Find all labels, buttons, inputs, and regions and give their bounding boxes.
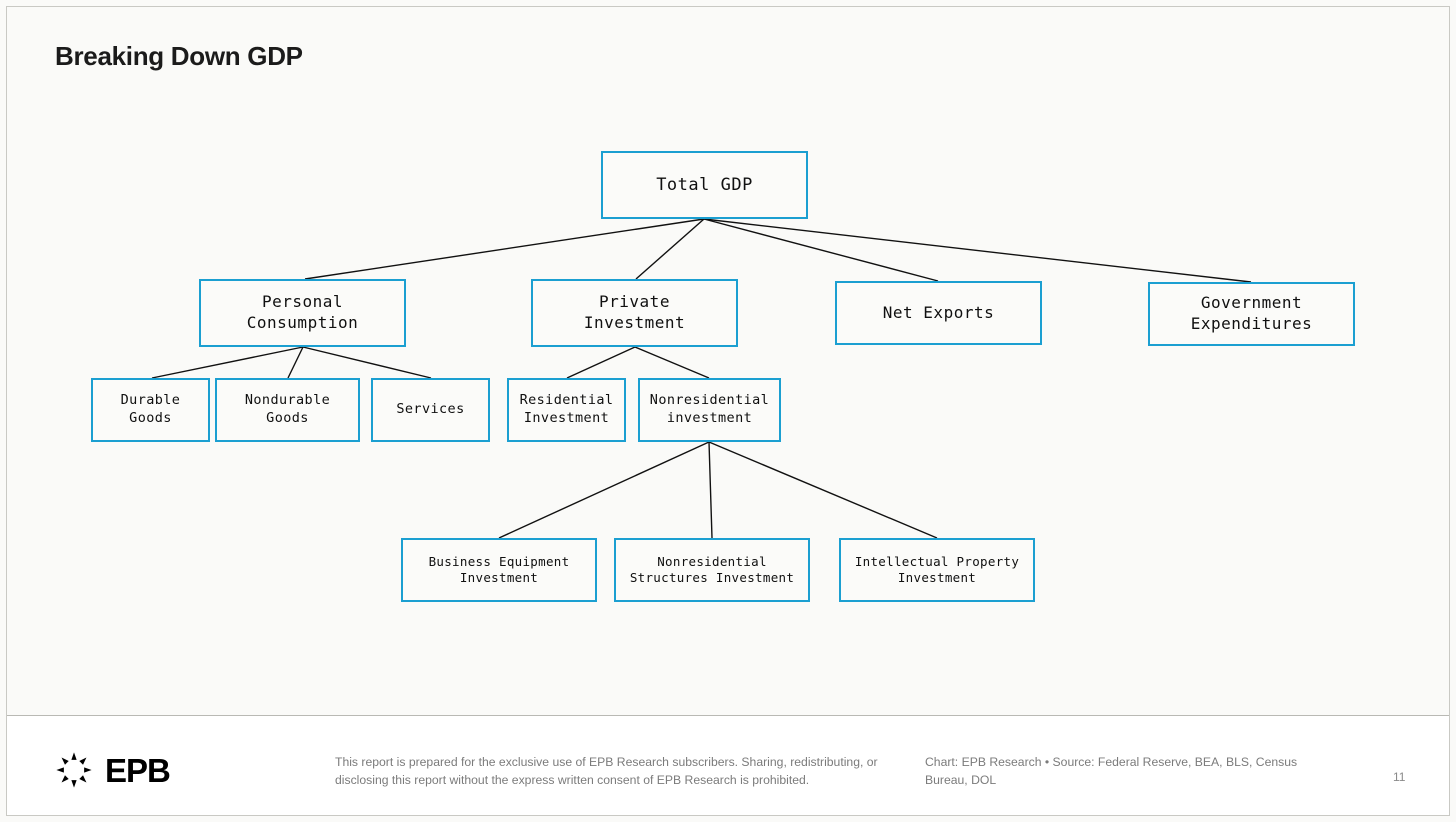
connector-personal-consumption-to-services — [302, 346, 432, 379]
node-label-government-expenditures: Government Expenditures — [1190, 293, 1313, 333]
gdp-breakdown-diagram: Total GDP Personal Consumption Private Inv… — [91, 151, 1355, 602]
node-label-nonresidential-structures: Nonresidential Structures Investment — [629, 553, 795, 585]
node-nonresidential-structures[interactable]: Nonresidential Structures Investment — [614, 538, 810, 602]
epb-logo-text: EPB — [105, 751, 171, 789]
page-number: 11 — [1393, 770, 1406, 784]
node-private-investment[interactable]: Private Investment — [531, 279, 738, 347]
epb-circle-mark — [56, 752, 92, 788]
connector-personal-consumption-to-durable-goods — [151, 346, 304, 379]
node-durable-goods[interactable]: Durable Goods — [91, 378, 210, 442]
connector-total-gdp-to-net-exports — [703, 218, 939, 282]
node-label-durable-goods: Durable Goods — [120, 392, 181, 426]
node-label-residential-investment: Residential Investment — [519, 392, 614, 426]
node-label-total-gdp: Total GDP — [656, 174, 753, 195]
connector-total-gdp-to-government-expenditures — [703, 218, 1252, 283]
footer-attribution: Chart: EPB Research • Source: Federal Re… — [925, 755, 1298, 787]
node-nonresidential-investment[interactable]: Nonresidential investment — [638, 378, 781, 442]
connector-lines — [151, 218, 1252, 539]
node-intellectual-property-investment[interactable]: Intellectual Property Investment — [839, 538, 1035, 602]
footer-disclaimer: This report is prepared for the exclusiv… — [335, 755, 878, 787]
node-label-business-equipment-investment: Business Equipment Investment — [428, 553, 570, 585]
connector-total-gdp-to-private-investment — [635, 218, 705, 280]
slide-footer: EPB This report is prepared for the excl… — [7, 715, 1449, 815]
node-label-private-investment: Private Investment — [583, 292, 686, 332]
connector-nonresidential-investment-to-nonresidential-structures — [708, 441, 713, 539]
connector-total-gdp-to-personal-consumption — [304, 218, 705, 280]
node-nondurable-goods[interactable]: Nondurable Goods — [215, 378, 360, 442]
node-label-nonresidential-investment: Nonresidential investment — [649, 392, 770, 426]
connector-private-investment-to-residential-investment — [566, 346, 636, 379]
connector-private-investment-to-nonresidential-investment — [634, 346, 710, 379]
connector-nonresidential-investment-to-intellectual-property-investment — [708, 441, 938, 539]
node-label-personal-consumption: Personal Consumption — [246, 292, 359, 332]
node-government-expenditures[interactable]: Government Expenditures — [1148, 282, 1355, 346]
node-label-net-exports: Net Exports — [882, 302, 995, 322]
node-net-exports[interactable]: Net Exports — [835, 281, 1042, 345]
connector-personal-consumption-to-nondurable-goods — [287, 346, 304, 379]
node-total-gdp[interactable]: Total GDP — [601, 151, 808, 219]
node-personal-consumption[interactable]: Personal Consumption — [199, 279, 406, 347]
page-title: Breaking Down GDP — [55, 41, 303, 71]
node-label-services: Services — [396, 401, 465, 418]
connector-nonresidential-investment-to-business-equipment-investment — [498, 441, 710, 539]
node-label-nondurable-goods: Nondurable Goods — [244, 392, 331, 426]
node-label-intellectual-property-investment: Intellectual Property Investment — [854, 553, 1020, 585]
node-residential-investment[interactable]: Residential Investment — [507, 378, 626, 442]
node-services[interactable]: Services — [371, 378, 490, 442]
epb-logo: EPB — [52, 748, 171, 792]
node-business-equipment-investment[interactable]: Business Equipment Investment — [401, 538, 597, 602]
